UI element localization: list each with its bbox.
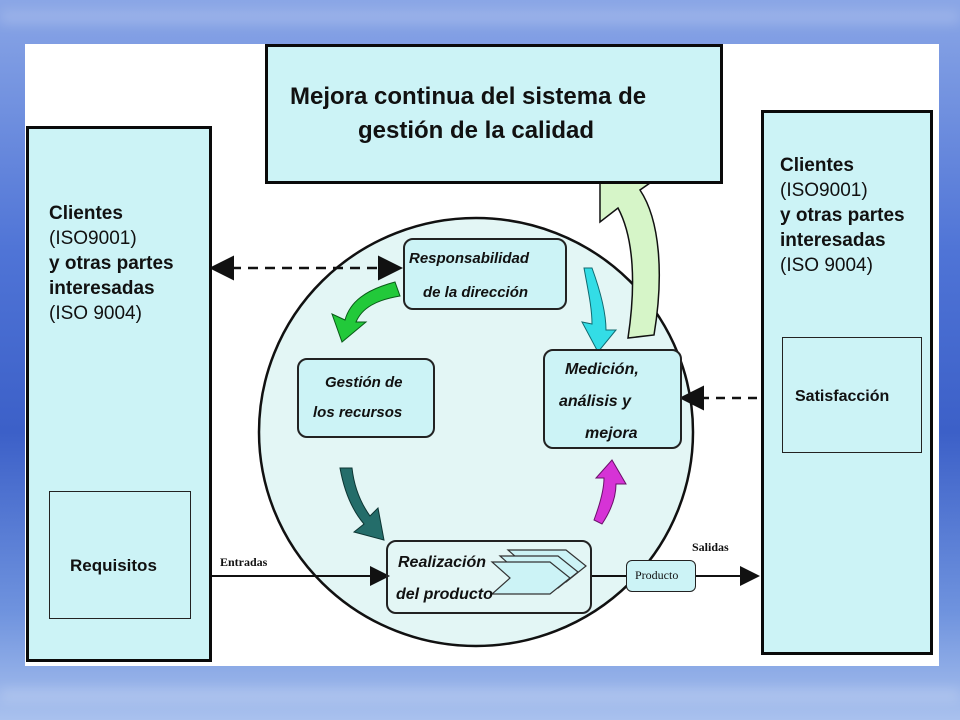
- responsabilidad-line1: Responsabilidad: [409, 250, 530, 267]
- satisfaccion-label: Satisfacción: [795, 388, 890, 405]
- right-interesadas: interesadas: [780, 230, 886, 251]
- chevron-icon: [490, 549, 587, 595]
- requisitos-box: Requisitos: [49, 491, 191, 619]
- top-title-line2: gestión de la calidad: [358, 117, 595, 144]
- arrow-teal-icon: [339, 467, 385, 541]
- top-improvement-box: Mejora continua del sistema de gestión d…: [265, 44, 723, 184]
- realizacion-line2: del producto: [396, 586, 493, 603]
- entradas-label: Entradas: [220, 555, 268, 569]
- right-iso9004: (ISO 9004): [780, 255, 873, 276]
- left-clientes: Clientes: [49, 203, 123, 224]
- medicion-line1: Medición,: [565, 361, 639, 378]
- arrow-cyan-icon: [581, 267, 618, 353]
- producto-label: Producto: [635, 568, 679, 582]
- gestion-line2: los recursos: [313, 404, 403, 421]
- arrow-magenta-icon: [593, 459, 627, 525]
- left-otras-partes: y otras partes: [49, 253, 174, 274]
- left-clients-box: Clientes (ISO9001) y otras partes intere…: [26, 126, 212, 662]
- left-iso9001: (ISO9001): [49, 228, 137, 249]
- arrow-green-icon: [331, 281, 401, 343]
- responsabilidad-box: Responsabilidad de la dirección: [403, 238, 567, 310]
- right-clients-box: Clientes (ISO9001) y otras partes intere…: [761, 110, 933, 655]
- producto-box: Producto: [626, 560, 696, 592]
- requisitos-label: Requisitos: [70, 556, 157, 575]
- sky-streak: [0, 10, 960, 24]
- gestion-line1: Gestión de: [325, 374, 403, 391]
- gestion-box: Gestión de los recursos: [297, 358, 435, 438]
- salidas-label: Salidas: [692, 540, 729, 554]
- right-clientes: Clientes: [780, 155, 854, 176]
- satisfaccion-box: Satisfacción: [782, 337, 922, 453]
- left-interesadas: interesadas: [49, 278, 155, 299]
- medicion-line3: mejora: [585, 425, 638, 442]
- right-iso9001: (ISO9001): [780, 180, 868, 201]
- realizacion-box: Realización del producto: [386, 540, 592, 614]
- left-iso9004: (ISO 9004): [49, 303, 142, 324]
- medicion-line2: análisis y: [559, 393, 632, 410]
- right-otras-partes: y otras partes: [780, 205, 905, 226]
- medicion-box: Medición, análisis y mejora: [543, 349, 682, 449]
- realizacion-line1: Realización: [398, 554, 487, 571]
- sky-streak: [0, 688, 960, 702]
- top-title-line1: Mejora continua del sistema de: [290, 83, 647, 110]
- responsabilidad-line2: de la dirección: [423, 284, 529, 301]
